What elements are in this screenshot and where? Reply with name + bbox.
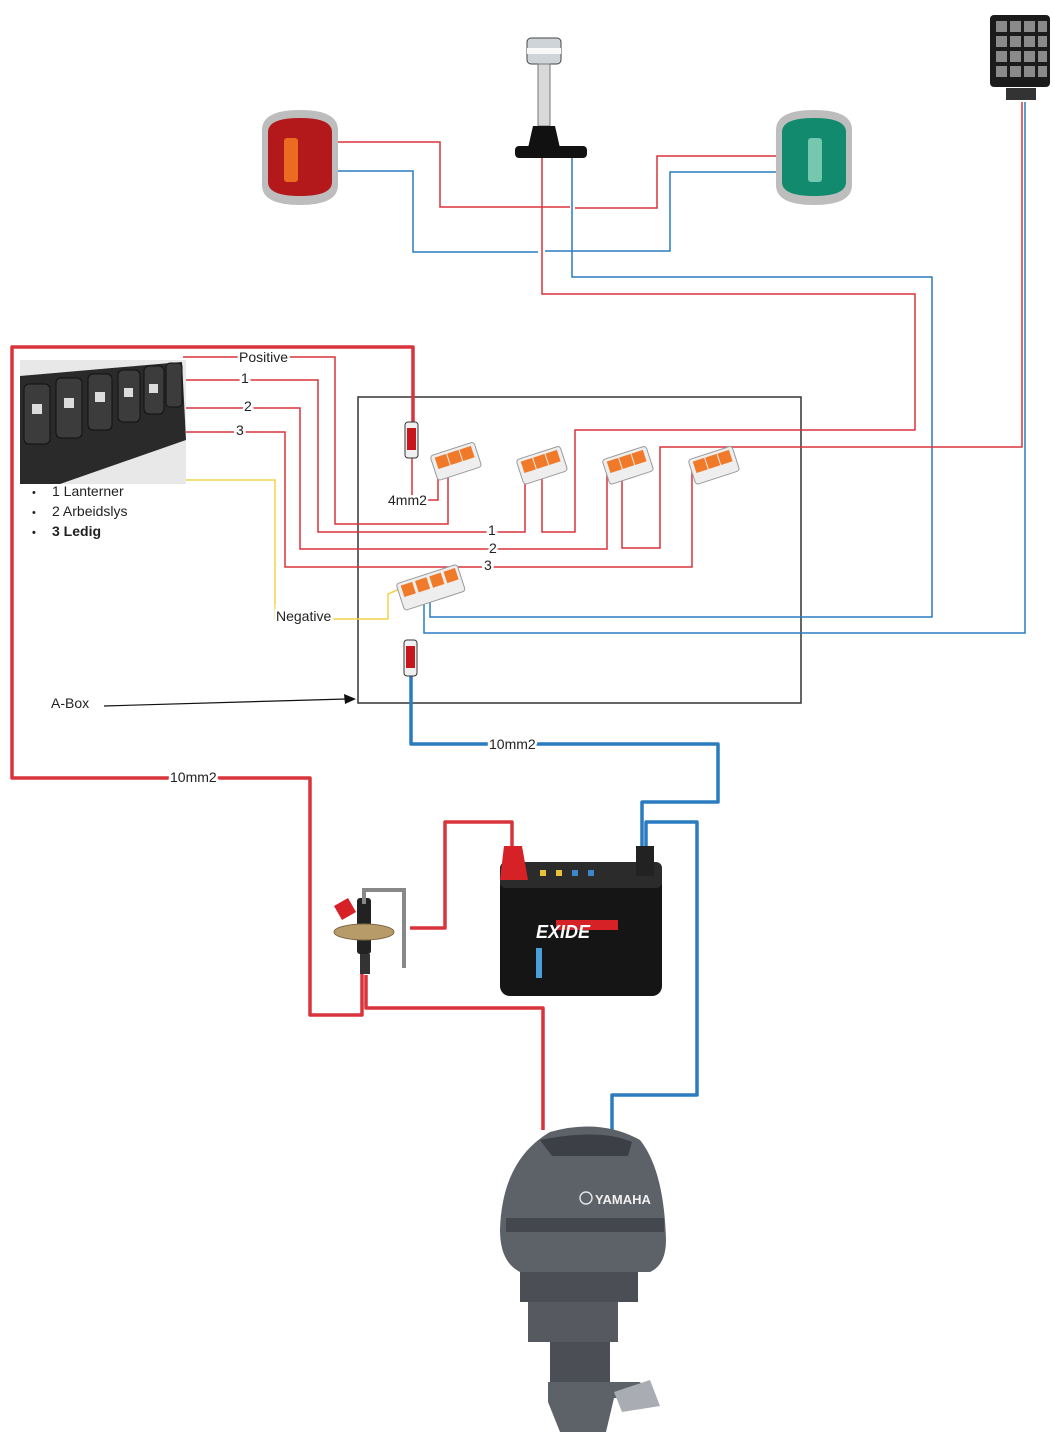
wago-connector-3 — [602, 446, 654, 485]
main-cables — [10, 345, 720, 1130]
switch-wires — [183, 356, 693, 620]
legend-item-2: 2 Arbeidslys — [32, 502, 127, 522]
switch-panel-icon — [20, 360, 186, 484]
wago-connector-2 — [516, 446, 568, 485]
lantern-wires — [338, 102, 1026, 634]
battery-icon: EXIDE — [500, 846, 662, 996]
outboard-engine-icon: YAMAHA — [500, 1126, 666, 1432]
label-switch-wire-3: 3 — [236, 422, 244, 438]
label-switch-wire-1: 1 — [241, 370, 249, 386]
battery-brand-label: EXIDE — [536, 922, 591, 942]
abox-enclosure — [357, 396, 802, 704]
wago-connector-4 — [688, 446, 740, 485]
wago-connector-1 — [430, 442, 482, 481]
engine-brand-label: YAMAHA — [595, 1192, 651, 1207]
work-light-icon — [990, 15, 1050, 100]
fuse-positive — [404, 421, 419, 459]
wago-connector-negative-bus — [396, 564, 466, 611]
label-switch-wire-2: 2 — [244, 398, 252, 414]
legend-item-1: 1 Lanterner — [32, 482, 127, 502]
label-negative: Negative — [276, 608, 331, 624]
label-bus-wire-2: 2 — [489, 540, 497, 556]
abox-pointer-arrow — [103, 694, 356, 707]
legend-item-3: 3 Ledig — [32, 522, 127, 542]
label-bus-wire-1: 1 — [488, 522, 496, 538]
label-bus-wire-3: 3 — [484, 557, 492, 573]
label-abox: A-Box — [51, 695, 89, 711]
starboard-light-icon — [776, 110, 852, 205]
label-negative-wire-size: 10mm2 — [489, 736, 536, 752]
label-main-wire-size: 10mm2 — [170, 769, 217, 785]
switch-legend: 1 Lanterner 2 Arbeidslys 3 Ledig — [32, 482, 127, 542]
battery-main-switch-icon — [333, 888, 406, 974]
label-positive: Positive — [239, 349, 288, 365]
anchor-light-icon — [515, 37, 587, 158]
fuse-negative — [403, 639, 418, 677]
port-light-icon — [262, 110, 338, 205]
label-fuse-wire-size: 4mm2 — [388, 492, 427, 508]
